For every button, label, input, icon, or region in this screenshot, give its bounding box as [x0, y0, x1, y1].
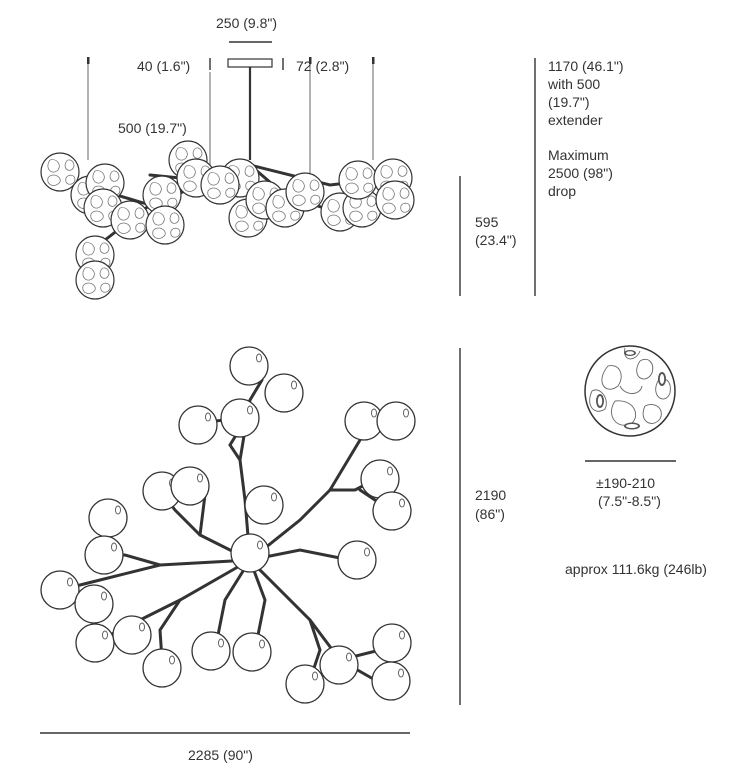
left-offset-label: 40 (1.6") [137, 58, 191, 74]
suspension-cables [87, 62, 374, 175]
weight-label: approx 111.6kg (246lb) [565, 561, 707, 577]
plan-globe [40, 570, 80, 610]
elevation-globe [200, 165, 240, 205]
plan-depth-line-1: 2190 [475, 487, 507, 503]
elevation-globe [145, 205, 185, 245]
elevation-globe [338, 160, 378, 200]
plan-globe [376, 401, 416, 441]
cable-anchors [87, 57, 375, 64]
elevation-globe [40, 152, 80, 192]
plan-width-label: 2285 (90") [188, 747, 253, 763]
plan-globe [84, 535, 124, 575]
plan-globe [178, 405, 218, 445]
canopy [227, 58, 273, 160]
max-drop-line-2: 2500 (98") [548, 165, 613, 181]
globe-detail [584, 345, 676, 437]
overall-height-line-1: 1170 (46.1") [548, 58, 624, 74]
canopy-dimension [209, 41, 284, 70]
plan-globe [372, 491, 412, 531]
plan-globe [232, 632, 272, 672]
body-height-line-2: (23.4") [475, 232, 517, 248]
plan-globe [88, 498, 128, 538]
plan-globe [229, 346, 269, 386]
plan-globe [337, 540, 377, 580]
plan-globes [40, 346, 416, 704]
overall-height-line-3: (19.7") [548, 94, 590, 110]
elevation-globes [40, 140, 415, 300]
plan-globe [170, 466, 210, 506]
overall-height-line-2: with 500 [548, 76, 601, 92]
globe-diameter-line-1: ±190-210 [596, 475, 656, 491]
plan-globe [319, 645, 359, 685]
plan-globe [371, 661, 411, 701]
plan-globe [74, 584, 114, 624]
max-drop-line-3: drop [548, 183, 577, 199]
max-drop-line-1: Maximum [548, 147, 609, 163]
elevation-globe [285, 172, 325, 212]
plan-globe [191, 631, 231, 671]
plan-globe [264, 373, 304, 413]
elevation-globe [375, 180, 415, 220]
height-dimension-lines [40, 58, 676, 734]
plan-depth-line-2: (86") [475, 506, 505, 522]
elevation-globe [75, 260, 115, 300]
body-height-line-1: 595 [475, 214, 499, 230]
plan-globe [112, 615, 152, 655]
plan-globe [142, 648, 182, 688]
plan-globe [372, 623, 412, 663]
globe-diameter-line-2: (7.5"-8.5") [598, 493, 661, 509]
elevation-globe [110, 200, 150, 240]
elevation-globe [142, 175, 182, 215]
right-offset-label: 72 (2.8") [296, 58, 350, 74]
plan-globe [230, 533, 270, 573]
plan-globe [220, 398, 260, 438]
canopy-width-label: 250 (9.8") [216, 15, 278, 31]
cable-length-label: 500 (19.7") [118, 120, 187, 136]
plan-globe [285, 664, 325, 704]
plan-globe [244, 485, 284, 525]
overall-height-line-4: extender [548, 112, 603, 128]
plan-globe [75, 623, 115, 663]
